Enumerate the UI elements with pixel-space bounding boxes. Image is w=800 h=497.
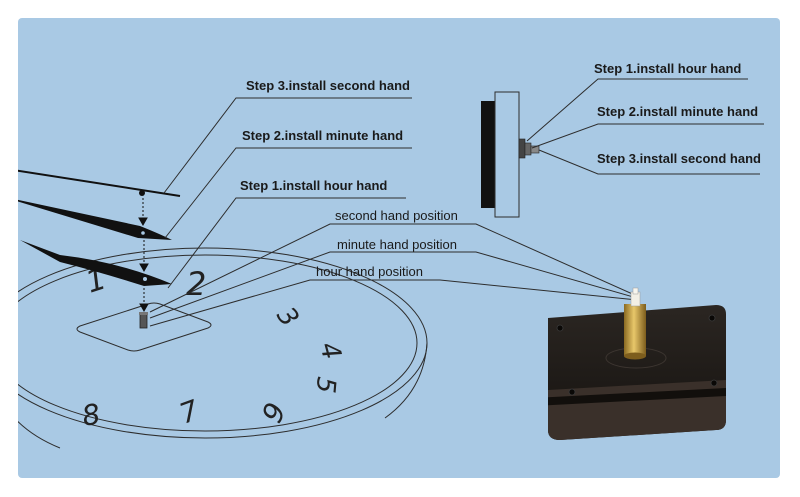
minute-hand-position-label: minute hand position xyxy=(337,237,457,252)
position-labels: second hand position minute hand positio… xyxy=(316,208,458,279)
dial-shaft xyxy=(139,312,148,329)
left-step-labels: Step 3.install second hand Step 2.instal… xyxy=(240,78,410,193)
second-hand-position-label: second hand position xyxy=(335,208,458,223)
install-arrows xyxy=(138,198,149,313)
left-step-1-label: Step 1.install hour hand xyxy=(240,178,387,193)
dial-number-8: 8 xyxy=(79,397,102,433)
right-step-labels: Step 1.install hour hand Step 2.install … xyxy=(594,61,761,166)
minute-hand xyxy=(18,196,172,240)
hour-hand xyxy=(20,240,172,286)
right-leaders xyxy=(526,78,764,175)
right-step-2-label: Step 2.install minute hand xyxy=(597,104,758,119)
second-hand xyxy=(18,167,181,197)
hour-hand-position-label: hour hand position xyxy=(316,264,423,279)
clock-movement xyxy=(548,287,726,440)
dial-number-5: 5 xyxy=(310,375,341,394)
position-leaders xyxy=(149,223,638,327)
right-step-1-label: Step 1.install hour hand xyxy=(594,61,741,76)
left-step-2-label: Step 2.install minute hand xyxy=(242,128,403,143)
dial-number-7: 7 xyxy=(175,393,203,430)
dial-number-6: 6 xyxy=(254,397,291,427)
mounting-plate xyxy=(76,302,212,352)
right-step-3-label: Step 3.install second hand xyxy=(597,151,761,166)
left-leaders xyxy=(163,97,412,289)
movement-side-view xyxy=(481,91,540,218)
dial-number-3: 3 xyxy=(270,302,304,333)
dial-number-2: 2 xyxy=(186,265,206,303)
dial-number-4: 4 xyxy=(313,339,346,363)
clock-dial xyxy=(18,247,428,449)
left-step-3-label: Step 3.install second hand xyxy=(246,78,410,93)
